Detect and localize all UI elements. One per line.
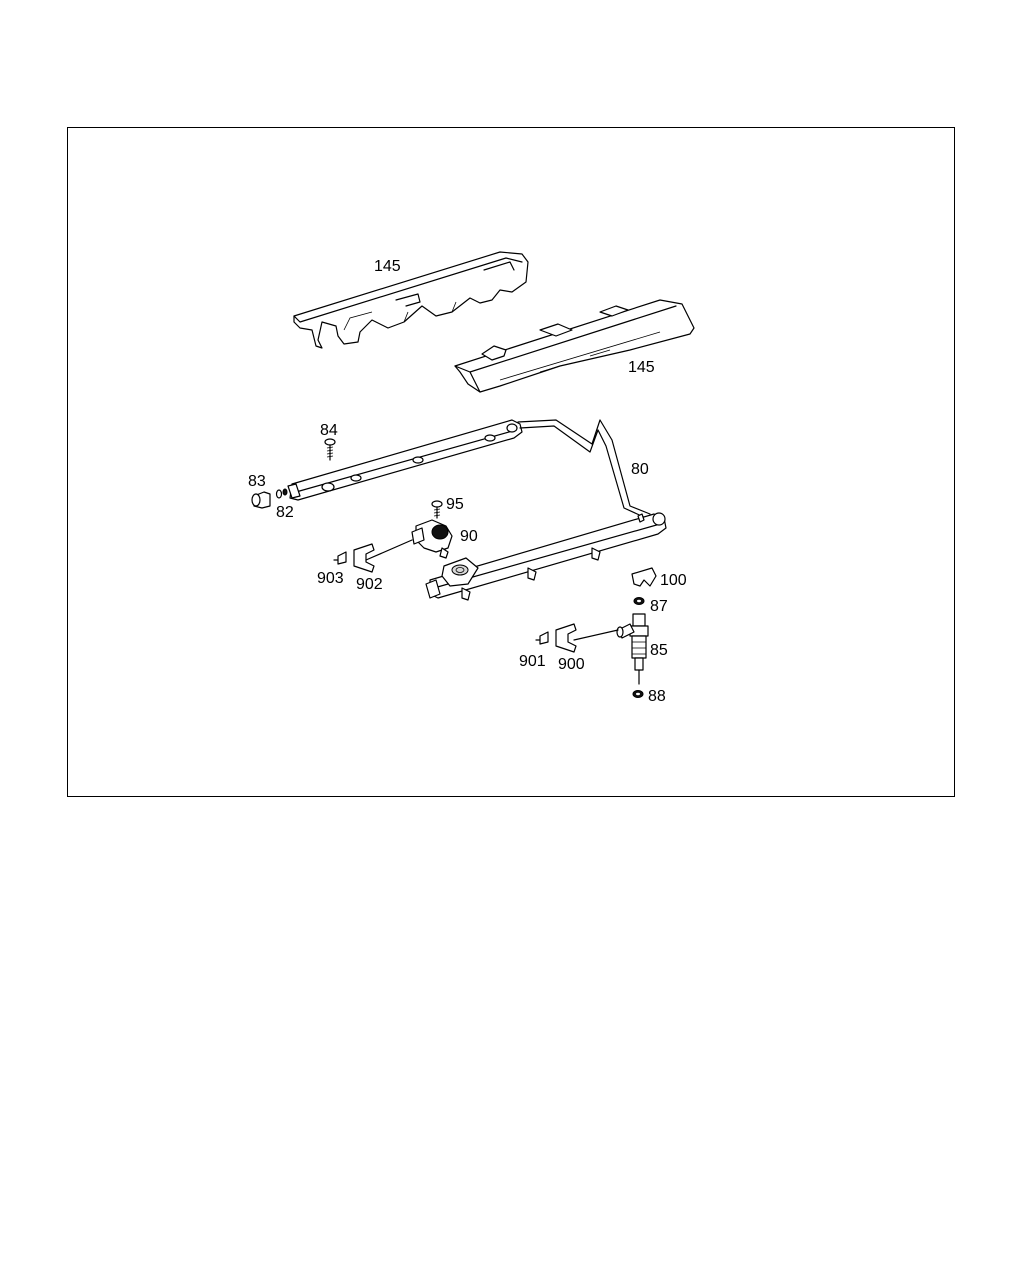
label-903: 903 (317, 570, 344, 587)
label-90: 90 (460, 528, 478, 545)
label-901: 901 (519, 653, 546, 670)
injector-85 (616, 613, 649, 685)
label-85: 85 (650, 642, 668, 659)
label-902: 902 (356, 576, 383, 593)
label-82: 82 (276, 504, 294, 521)
clip-100 (631, 567, 657, 587)
label-83: 83 (248, 473, 266, 490)
label-95: 95 (446, 496, 464, 513)
o-ring-87 (633, 597, 645, 605)
label-145-lower: 145 (628, 359, 655, 376)
label-88: 88 (648, 688, 666, 705)
label-100: 100 (660, 572, 687, 589)
pressure-sensor-90 (411, 519, 453, 559)
fuel-line-80 (517, 419, 651, 519)
label-84: 84 (320, 422, 338, 439)
fuel-rail-lower (425, 512, 667, 601)
label-900: 900 (558, 656, 585, 673)
lower-cover (454, 299, 695, 393)
label-87: 87 (650, 598, 668, 615)
fuel-rail-upper (287, 419, 523, 501)
screw-84 (324, 438, 336, 461)
label-145-upper: 145 (374, 258, 401, 275)
diagram-frame (67, 127, 955, 797)
label-80: 80 (631, 461, 649, 478)
cap-83 (251, 491, 271, 509)
o-ring-88 (632, 690, 644, 698)
connector-902-903 (333, 539, 413, 573)
screw-95 (431, 500, 443, 519)
seal-ring-82 (275, 488, 288, 499)
upper-cover (293, 251, 529, 349)
connector-900-901 (535, 623, 619, 653)
